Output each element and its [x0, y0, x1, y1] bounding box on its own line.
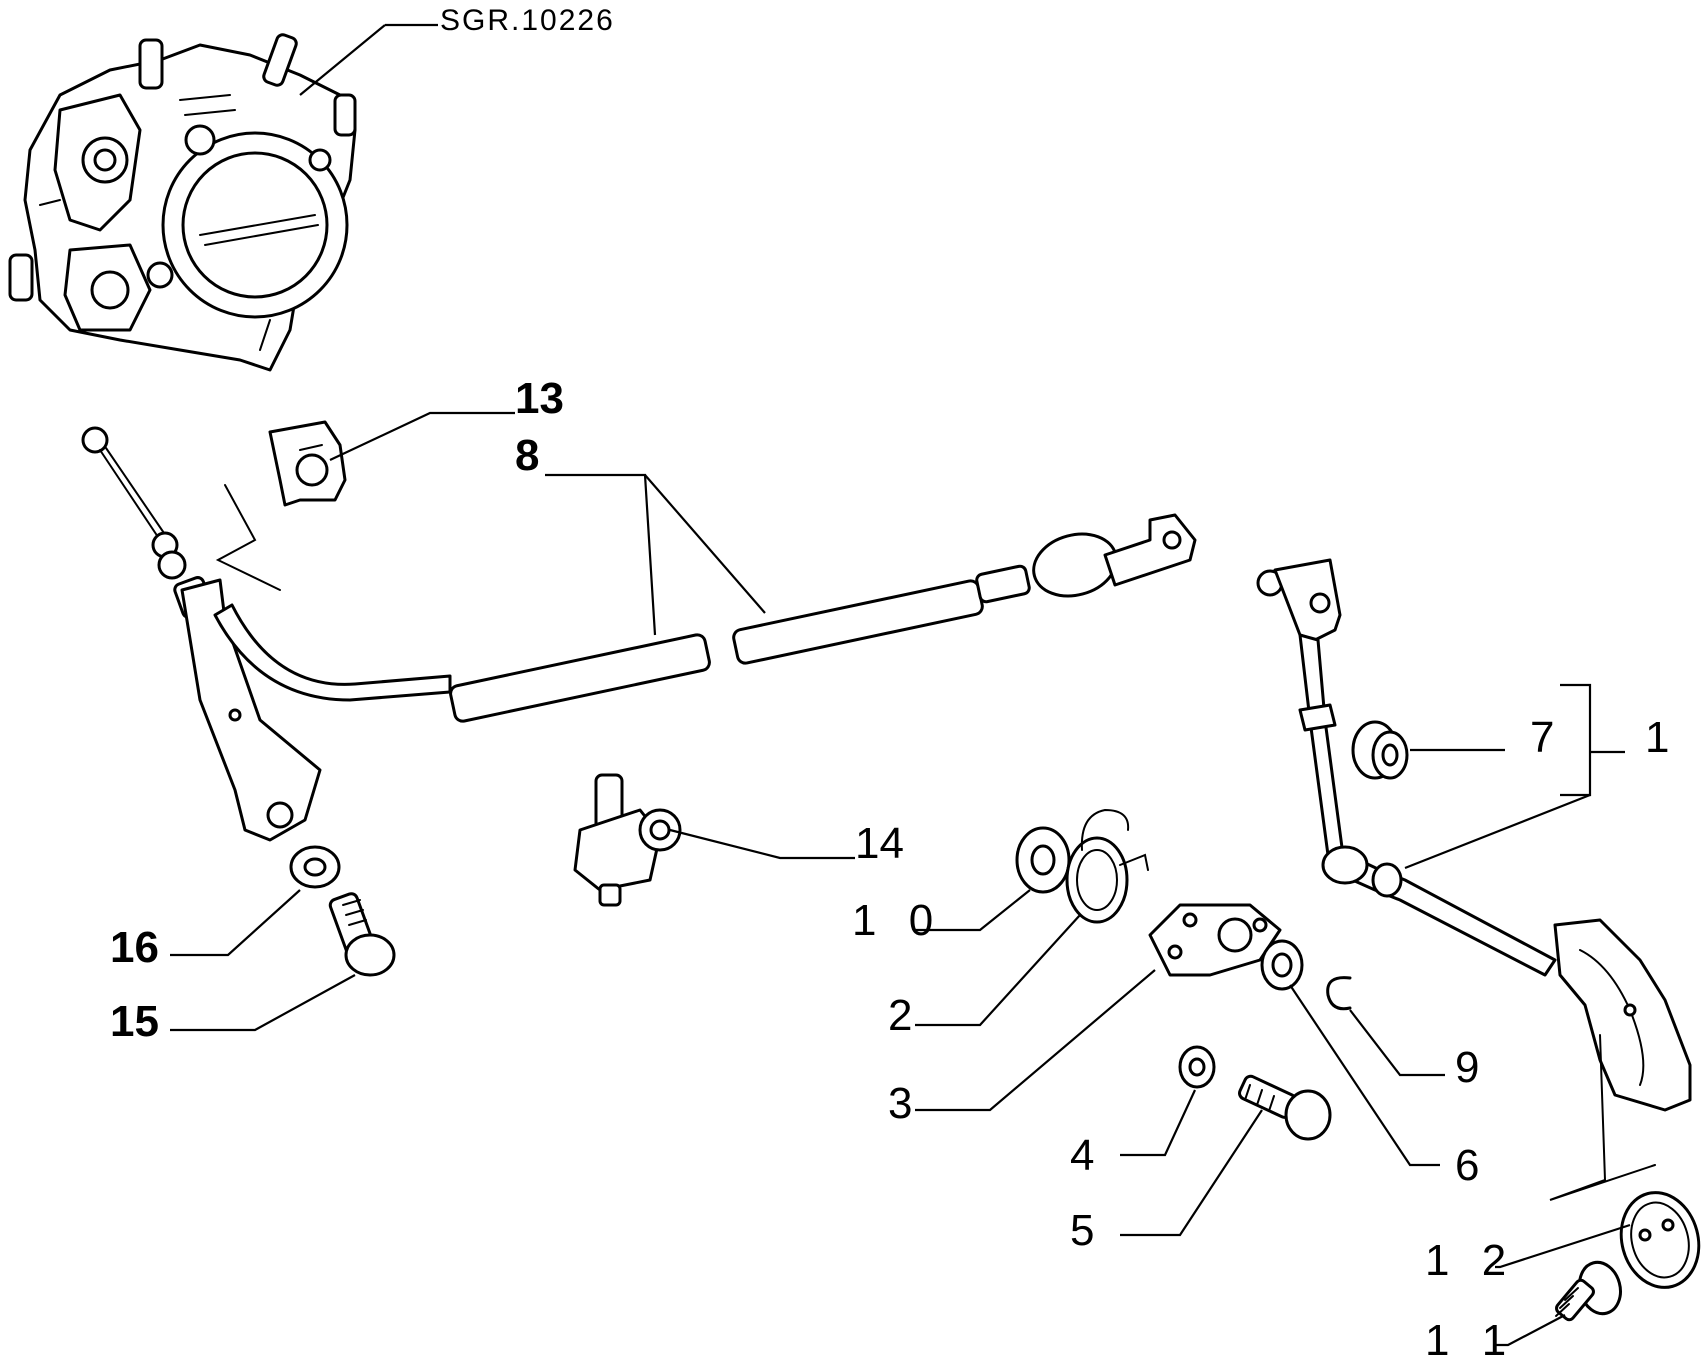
callout-6: 6 — [1455, 1141, 1479, 1190]
callout-12: 1 2 — [1425, 1236, 1516, 1285]
bolt-15 — [328, 892, 396, 977]
bushing — [1351, 720, 1409, 780]
leader-ref — [299, 24, 386, 96]
callout-15: 15 — [110, 997, 159, 1046]
washer-4 — [1178, 1045, 1216, 1089]
callout-3: 3 — [888, 1079, 912, 1128]
callout-8: 8 — [515, 431, 539, 480]
callout-10: 1 0 — [852, 896, 943, 945]
pedal-screw — [1555, 1260, 1622, 1322]
pedal-pad — [1619, 1191, 1701, 1289]
cable-clip — [268, 420, 347, 507]
accelerator-cable — [81, 426, 1197, 842]
bolt-5 — [1238, 1074, 1332, 1141]
callout-13: 13 — [515, 374, 564, 423]
reference-code: SGR.10226 — [440, 4, 615, 37]
callout-5: 5 — [1070, 1206, 1094, 1255]
callout-16: 16 — [110, 923, 159, 972]
washer-16 — [289, 845, 341, 889]
callout-4: 4 — [1070, 1131, 1094, 1180]
pedal-bracket — [1148, 903, 1282, 977]
return-spring — [1065, 808, 1149, 924]
callout-2: 2 — [888, 991, 912, 1040]
break-symbol-pedal — [1549, 1034, 1656, 1201]
washer-6 — [1260, 939, 1304, 991]
callout-1: 1 — [1645, 713, 1669, 762]
retaining-clip — [1326, 976, 1352, 1011]
callout-14: 14 — [855, 819, 904, 868]
pedal-lever — [1256, 558, 1692, 1112]
callout-7: 7 — [1530, 713, 1554, 762]
break-symbol-cable — [215, 484, 281, 591]
sensor — [573, 773, 682, 907]
washer-10 — [1015, 826, 1071, 894]
bracket-group-1 — [1560, 683, 1592, 797]
throttle-body — [8, 33, 357, 372]
callout-11: 1 1 — [1425, 1316, 1516, 1365]
callout-9: 9 — [1455, 1043, 1479, 1092]
